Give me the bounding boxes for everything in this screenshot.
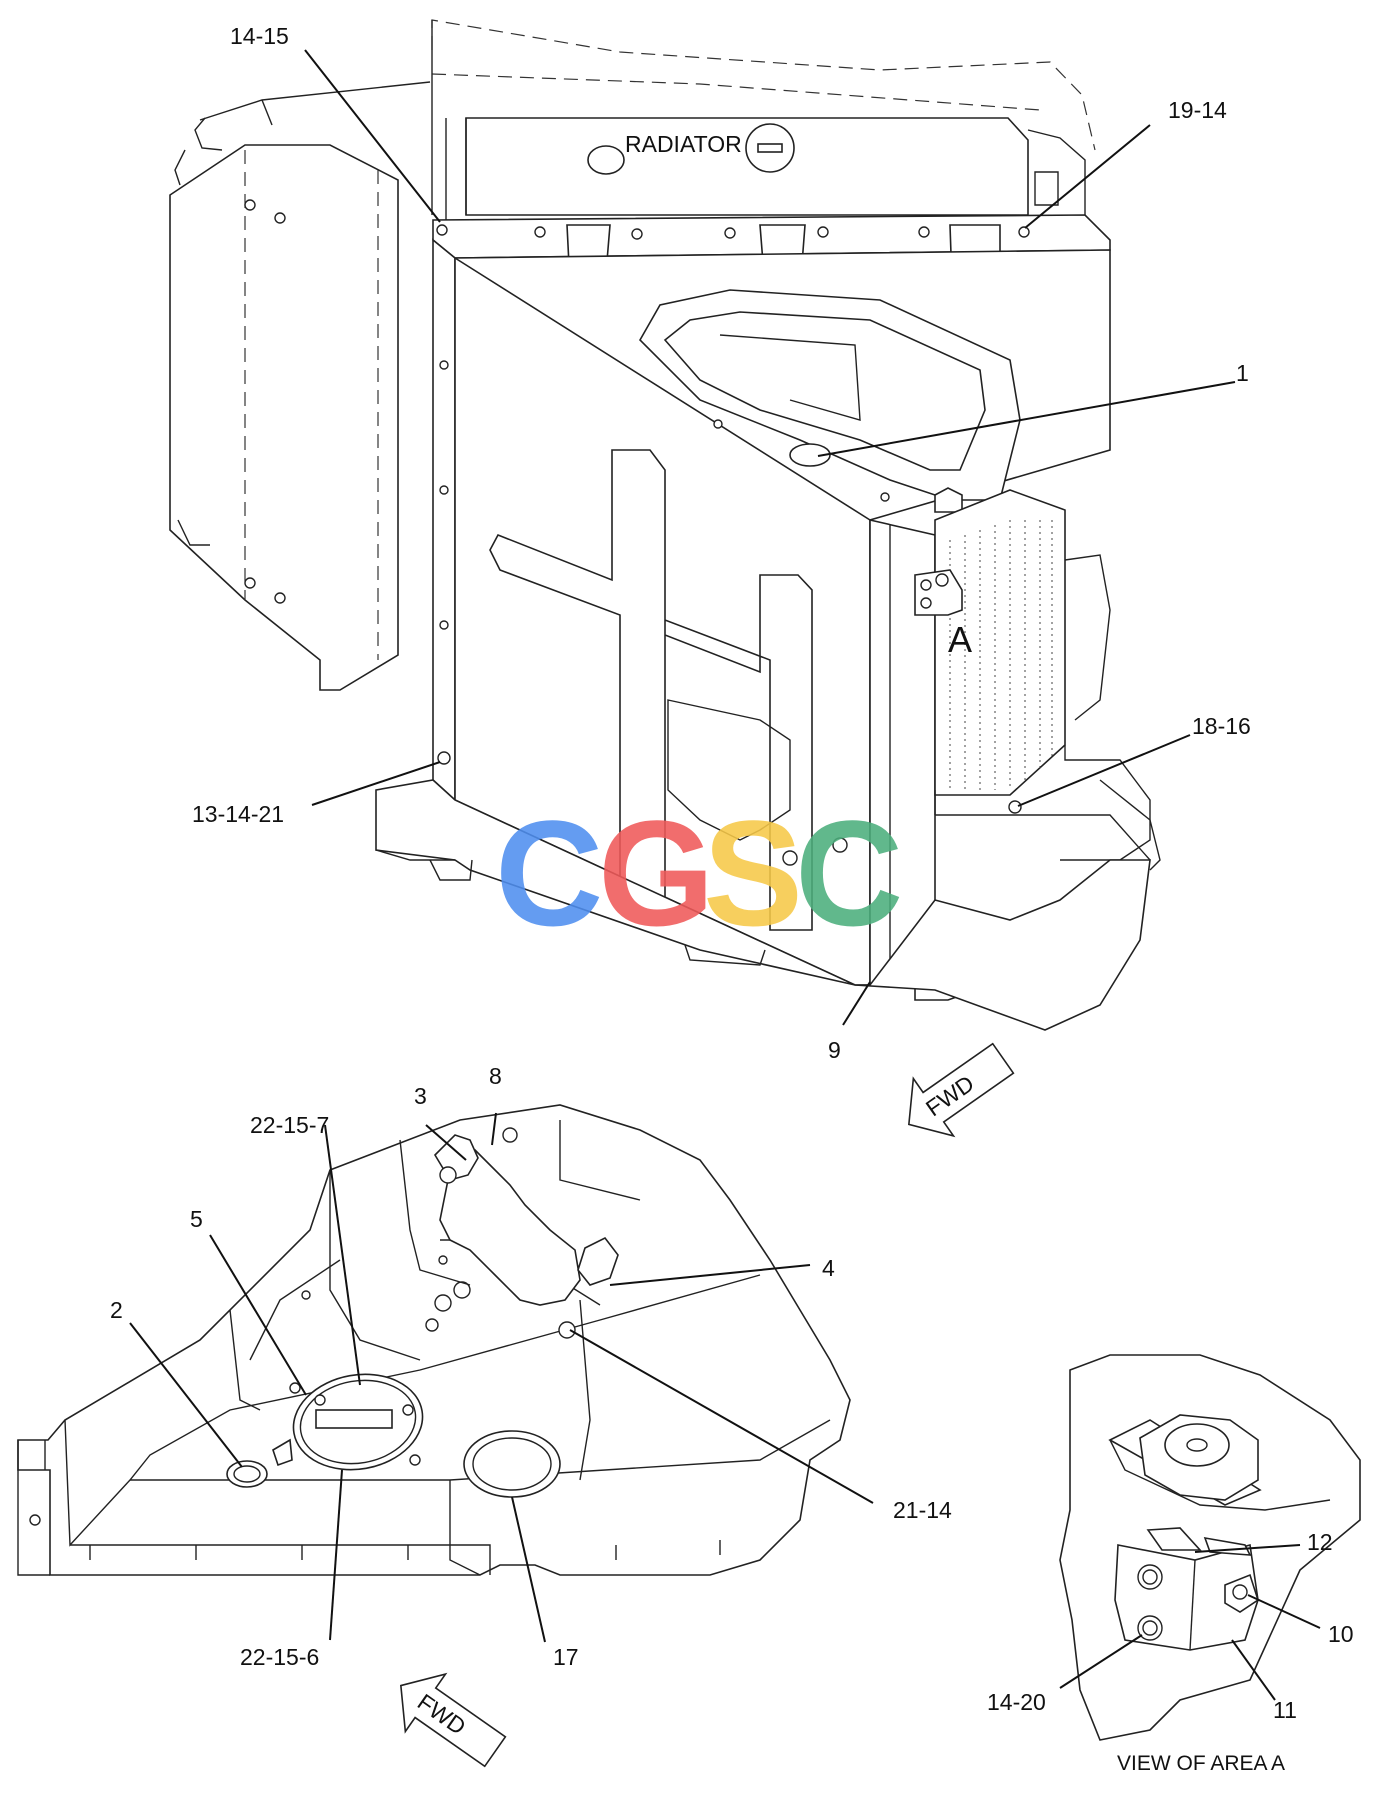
watermark-logo: C G S C xyxy=(495,789,903,957)
callout-1: 1 xyxy=(1236,360,1249,386)
callout-19-14: 19-14 xyxy=(1168,97,1227,123)
callout-4: 4 xyxy=(822,1255,835,1281)
callout-22-15-7: 22-15-7 xyxy=(250,1112,329,1138)
leader-lines xyxy=(129,49,1321,1701)
callout-3: 3 xyxy=(414,1083,427,1109)
callout-18-16: 18-16 xyxy=(1192,713,1251,739)
callout-14-15: 14-15 xyxy=(230,23,289,49)
callout-8: 8 xyxy=(489,1063,502,1089)
forward-arrow-top: FWD xyxy=(907,1042,1015,1138)
callout-11: 11 xyxy=(1273,1697,1297,1723)
watermark-letter-c2: C xyxy=(795,789,903,957)
callout-12: 12 xyxy=(1307,1529,1333,1555)
radiator-label: RADIATOR xyxy=(625,131,742,157)
tank-assembly-illustration xyxy=(17,1104,851,1576)
callout-22-15-6: 22-15-6 xyxy=(240,1644,319,1670)
callout-13-14-21: 13-14-21 xyxy=(192,801,284,827)
callout-2: 2 xyxy=(110,1297,123,1323)
callout-9: 9 xyxy=(828,1037,841,1063)
watermark-letter-g: G xyxy=(598,789,715,957)
watermark-letter-c1: C xyxy=(495,789,603,957)
watermark-letter-s: S xyxy=(703,789,803,957)
callout-labels: 14-15 19-14 1 18-16 13-14-21 9 8 3 22-15… xyxy=(110,23,1354,1775)
radiator-assembly-illustration xyxy=(169,19,1161,1031)
callout-17: 17 xyxy=(553,1644,579,1670)
callout-21-14: 21-14 xyxy=(893,1497,952,1523)
forward-arrow-bottom: FWD xyxy=(399,1672,507,1768)
callout-10: 10 xyxy=(1328,1621,1354,1647)
view-of-area-a-caption: VIEW OF AREA A xyxy=(1117,1752,1285,1775)
callout-14-20: 14-20 xyxy=(987,1689,1046,1715)
area-a-detail-illustration xyxy=(1059,1354,1361,1741)
area-a-marker: A xyxy=(948,619,972,660)
callout-5: 5 xyxy=(190,1206,203,1232)
